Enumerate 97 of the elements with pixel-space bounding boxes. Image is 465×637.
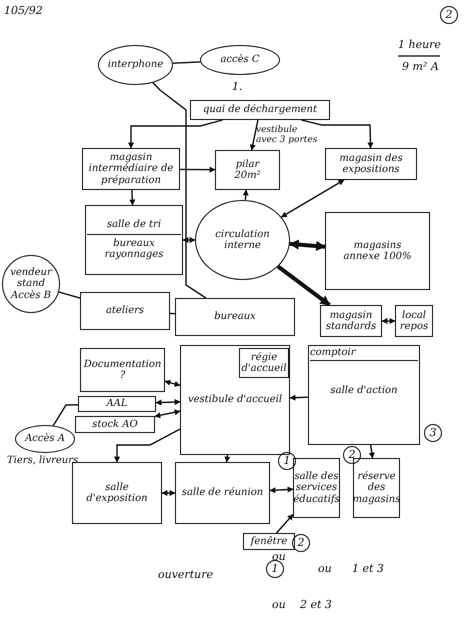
arrow — [128, 119, 223, 149]
circled-number: 1 — [266, 560, 284, 578]
room-label: réserve des magasins — [352, 470, 400, 506]
ellipse-node — [200, 45, 280, 75]
room-label: pilar — [236, 158, 260, 170]
note-text: 1. — [232, 80, 242, 93]
arrow — [52, 404, 78, 426]
arrow — [280, 179, 344, 218]
room-label: local repos — [398, 310, 430, 332]
note-text: vestibule avec 3 portes — [256, 126, 318, 146]
room-box — [353, 458, 400, 518]
arrow — [154, 409, 181, 418]
room-label: magasin standards — [324, 310, 378, 332]
arrow — [276, 264, 331, 307]
room-box — [395, 305, 433, 337]
note-text: 2 et 3 — [300, 598, 332, 611]
room-label: salle d'exposition — [85, 482, 149, 504]
side-note: Tiers, livreurs — [7, 455, 78, 466]
room-label: ateliers — [106, 305, 144, 317]
room-box — [320, 305, 382, 337]
ellipse-node — [98, 45, 173, 85]
arrow — [381, 318, 396, 324]
arrow — [155, 399, 181, 406]
room-label: régie d'accueil — [241, 352, 287, 374]
room-note: annexe 100% — [343, 251, 412, 262]
room-label: accès C — [220, 54, 260, 66]
room-label: magasin intermédiaire de préparation — [88, 152, 174, 186]
room-box — [80, 348, 165, 392]
arrow — [129, 190, 136, 206]
arrow — [182, 237, 196, 243]
room-note: ? — [120, 370, 126, 382]
room-label: interphone — [108, 59, 164, 71]
room-box — [175, 298, 295, 336]
arrow — [224, 454, 230, 463]
room-box — [325, 212, 430, 290]
room-box — [175, 462, 270, 524]
room-label: magasin des expositions — [338, 152, 404, 176]
room-label: Accès A — [25, 433, 65, 445]
room-box — [215, 150, 280, 190]
room-label: quai de déchargement — [203, 104, 317, 116]
room-box — [293, 458, 340, 518]
arrow — [288, 240, 326, 251]
room-box — [325, 148, 417, 180]
ellipse-node — [195, 200, 290, 280]
arrow — [180, 166, 216, 173]
room-label: bureaux — [214, 311, 256, 323]
room-label: salle de tri — [106, 219, 162, 231]
room-label: stock AO — [92, 418, 138, 430]
arrow — [161, 490, 176, 496]
room-note: bureaux rayonnages — [87, 234, 181, 261]
arrow — [164, 380, 181, 387]
arrow — [289, 394, 308, 401]
room-box — [243, 533, 295, 550]
note-text: 9 m² A — [402, 60, 439, 73]
room-box — [75, 416, 155, 433]
room-box — [180, 345, 290, 455]
room-box — [190, 100, 330, 120]
note-text: ou — [272, 598, 286, 611]
room-box — [80, 292, 170, 330]
circled-number: 2 — [343, 446, 361, 464]
ellipse-node — [15, 425, 75, 453]
room-label: salle de réunion — [182, 487, 264, 499]
room-note: 20m² — [234, 170, 261, 182]
room-note: salle d'action — [330, 384, 398, 396]
note-text: 1 et 3 — [352, 562, 384, 575]
room-label: circulation interne — [214, 228, 271, 252]
arrow — [368, 444, 375, 459]
arrow — [276, 514, 294, 534]
room-label: AAL — [106, 398, 128, 410]
arrow — [301, 119, 374, 149]
arrow — [242, 189, 249, 200]
room-box — [308, 345, 420, 445]
room-label: salle des services éducatifs — [293, 470, 340, 506]
arrow — [250, 120, 259, 151]
note-text: 105/92 — [4, 4, 43, 17]
circled-number: 1 — [278, 452, 296, 470]
ellipse-node — [2, 255, 60, 313]
room-note: Accès B — [11, 290, 51, 302]
circled-number: 3 — [424, 424, 442, 442]
arrow — [114, 428, 180, 463]
note-text: ou — [318, 562, 332, 575]
note-text: ou — [272, 550, 286, 563]
circled-number: 2 — [292, 534, 310, 552]
room-label: fenêtre — [250, 536, 288, 548]
arrow — [269, 486, 294, 494]
room-label: comptoir — [310, 347, 418, 360]
room-box — [85, 205, 183, 275]
note-text: ouverture — [158, 568, 213, 581]
circled-number: 2 — [440, 6, 458, 24]
room-box — [78, 396, 156, 412]
room-label: Documentation — [84, 358, 162, 370]
room-label: vendeur stand — [9, 266, 54, 290]
room-box — [82, 148, 180, 190]
room-label: magasins — [354, 240, 402, 251]
room-label: vestibule d'accueil — [188, 394, 282, 406]
room-box — [72, 462, 162, 524]
note-text: 1 heure — [398, 38, 441, 51]
